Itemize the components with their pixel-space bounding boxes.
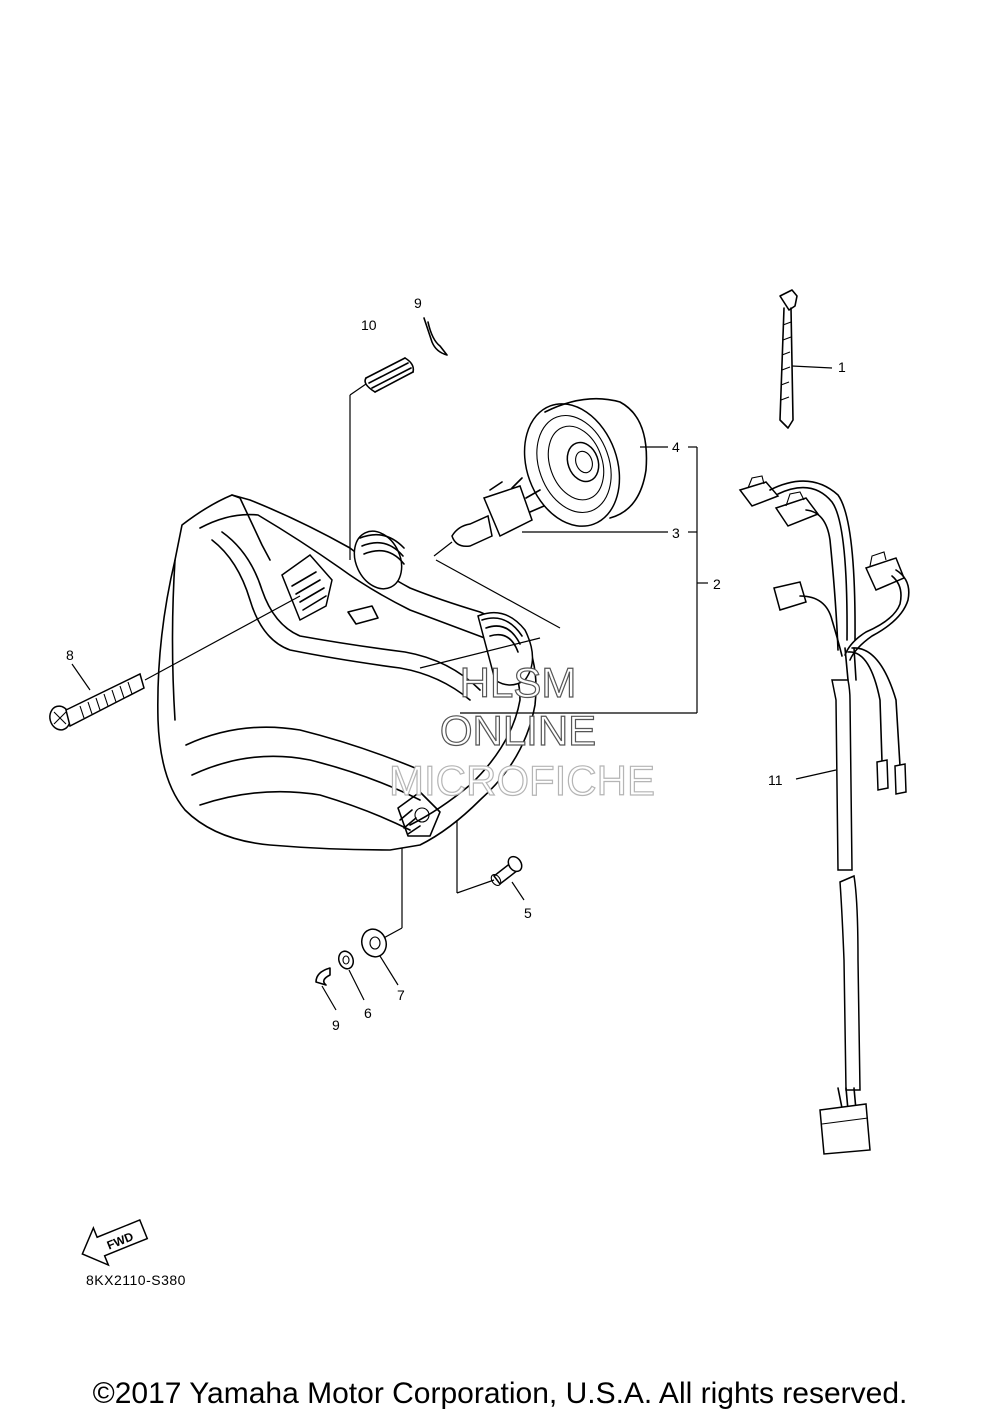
callout-11: 11 [768,772,783,788]
callout-bracket-2 [460,446,708,714]
callout-4: 4 [672,439,680,455]
callout-1: 1 [838,359,846,375]
wire-harness-part [738,475,910,1155]
cable-tie-part [779,289,833,429]
clip-lower-part [315,967,337,1011]
watermark-line-3: MICROFICHE [389,757,655,804]
callout-9-lower: 9 [332,1017,340,1033]
bulb-part [451,477,668,548]
spring-part [349,357,415,560]
watermark-line-2: ONLINE [440,707,596,754]
copyright-notice: ©2017 Yamaha Motor Corporation, U.S.A. A… [92,1377,908,1410]
bolt-part [49,595,301,731]
watermark: HLSM ONLINE MICROFICHE [388,658,655,804]
bulb-cover-part [523,397,668,527]
headlight-housing [157,494,561,851]
callout-10: 10 [361,317,377,333]
callout-6: 6 [364,1005,372,1021]
diagram-code: 8KX2110-S380 [86,1272,186,1288]
callout-9-upper: 9 [414,295,422,311]
callout-3: 3 [672,525,680,541]
washer-part [337,950,365,1001]
clip-upper-part [423,317,448,356]
callout-8: 8 [66,647,74,663]
callout-2: 2 [713,576,721,592]
callout-5: 5 [524,905,532,921]
callout-7: 7 [397,987,405,1003]
fwd-arrow-icon: FWD [81,1219,149,1267]
pin-part [456,820,525,901]
nut-part [360,928,399,986]
watermark-line-1: HLSM [460,659,577,706]
